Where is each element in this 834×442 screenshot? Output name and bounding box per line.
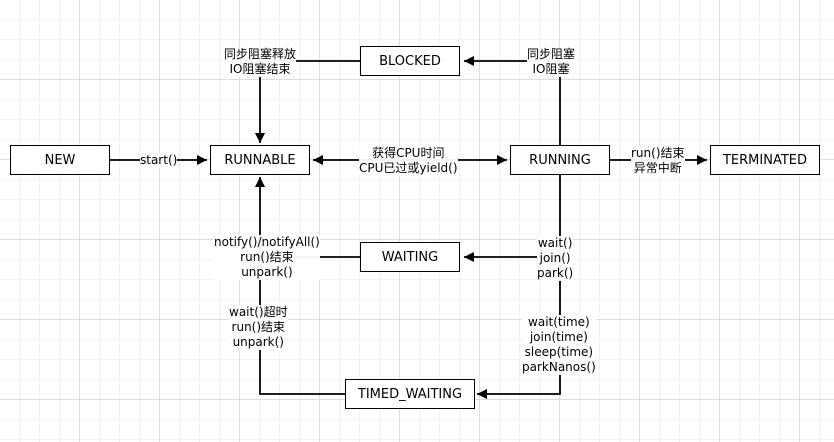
label-start: start() [140, 153, 178, 168]
state-running: RUNNING [510, 145, 610, 175]
label-to-blocked: 同步阻塞 IO阻塞 [527, 47, 576, 77]
edge-running-to-timed-waiting [477, 257, 561, 399]
state-terminated: TERMINATED [710, 145, 820, 175]
state-blocked: BLOCKED [360, 46, 460, 76]
state-new: NEW [10, 145, 110, 175]
label-waiting-release: notify()/notifyAll() run()结束 unpark() [214, 235, 320, 280]
label-terminate: run()结束 异常中断 [631, 146, 685, 176]
label-blocked-release: 同步阻塞释放 IO阻塞结束 [224, 47, 297, 77]
state-runnable: RUNNABLE [210, 145, 310, 175]
edge-timed-waiting-to-runnable [259, 257, 345, 395]
state-waiting: WAITING [360, 242, 460, 272]
state-timed-waiting: TIMED_WAITING [345, 379, 475, 409]
label-to-timed-waiting: wait(time) join(time) sleep(time) parkNa… [522, 315, 596, 375]
label-timed-waiting-release: wait()超时 run()结束 unpark() [229, 305, 288, 350]
label-to-waiting: wait() join() park() [537, 236, 574, 281]
label-schedule: 获得CPU时间 CPU已过或yield() [359, 146, 458, 176]
